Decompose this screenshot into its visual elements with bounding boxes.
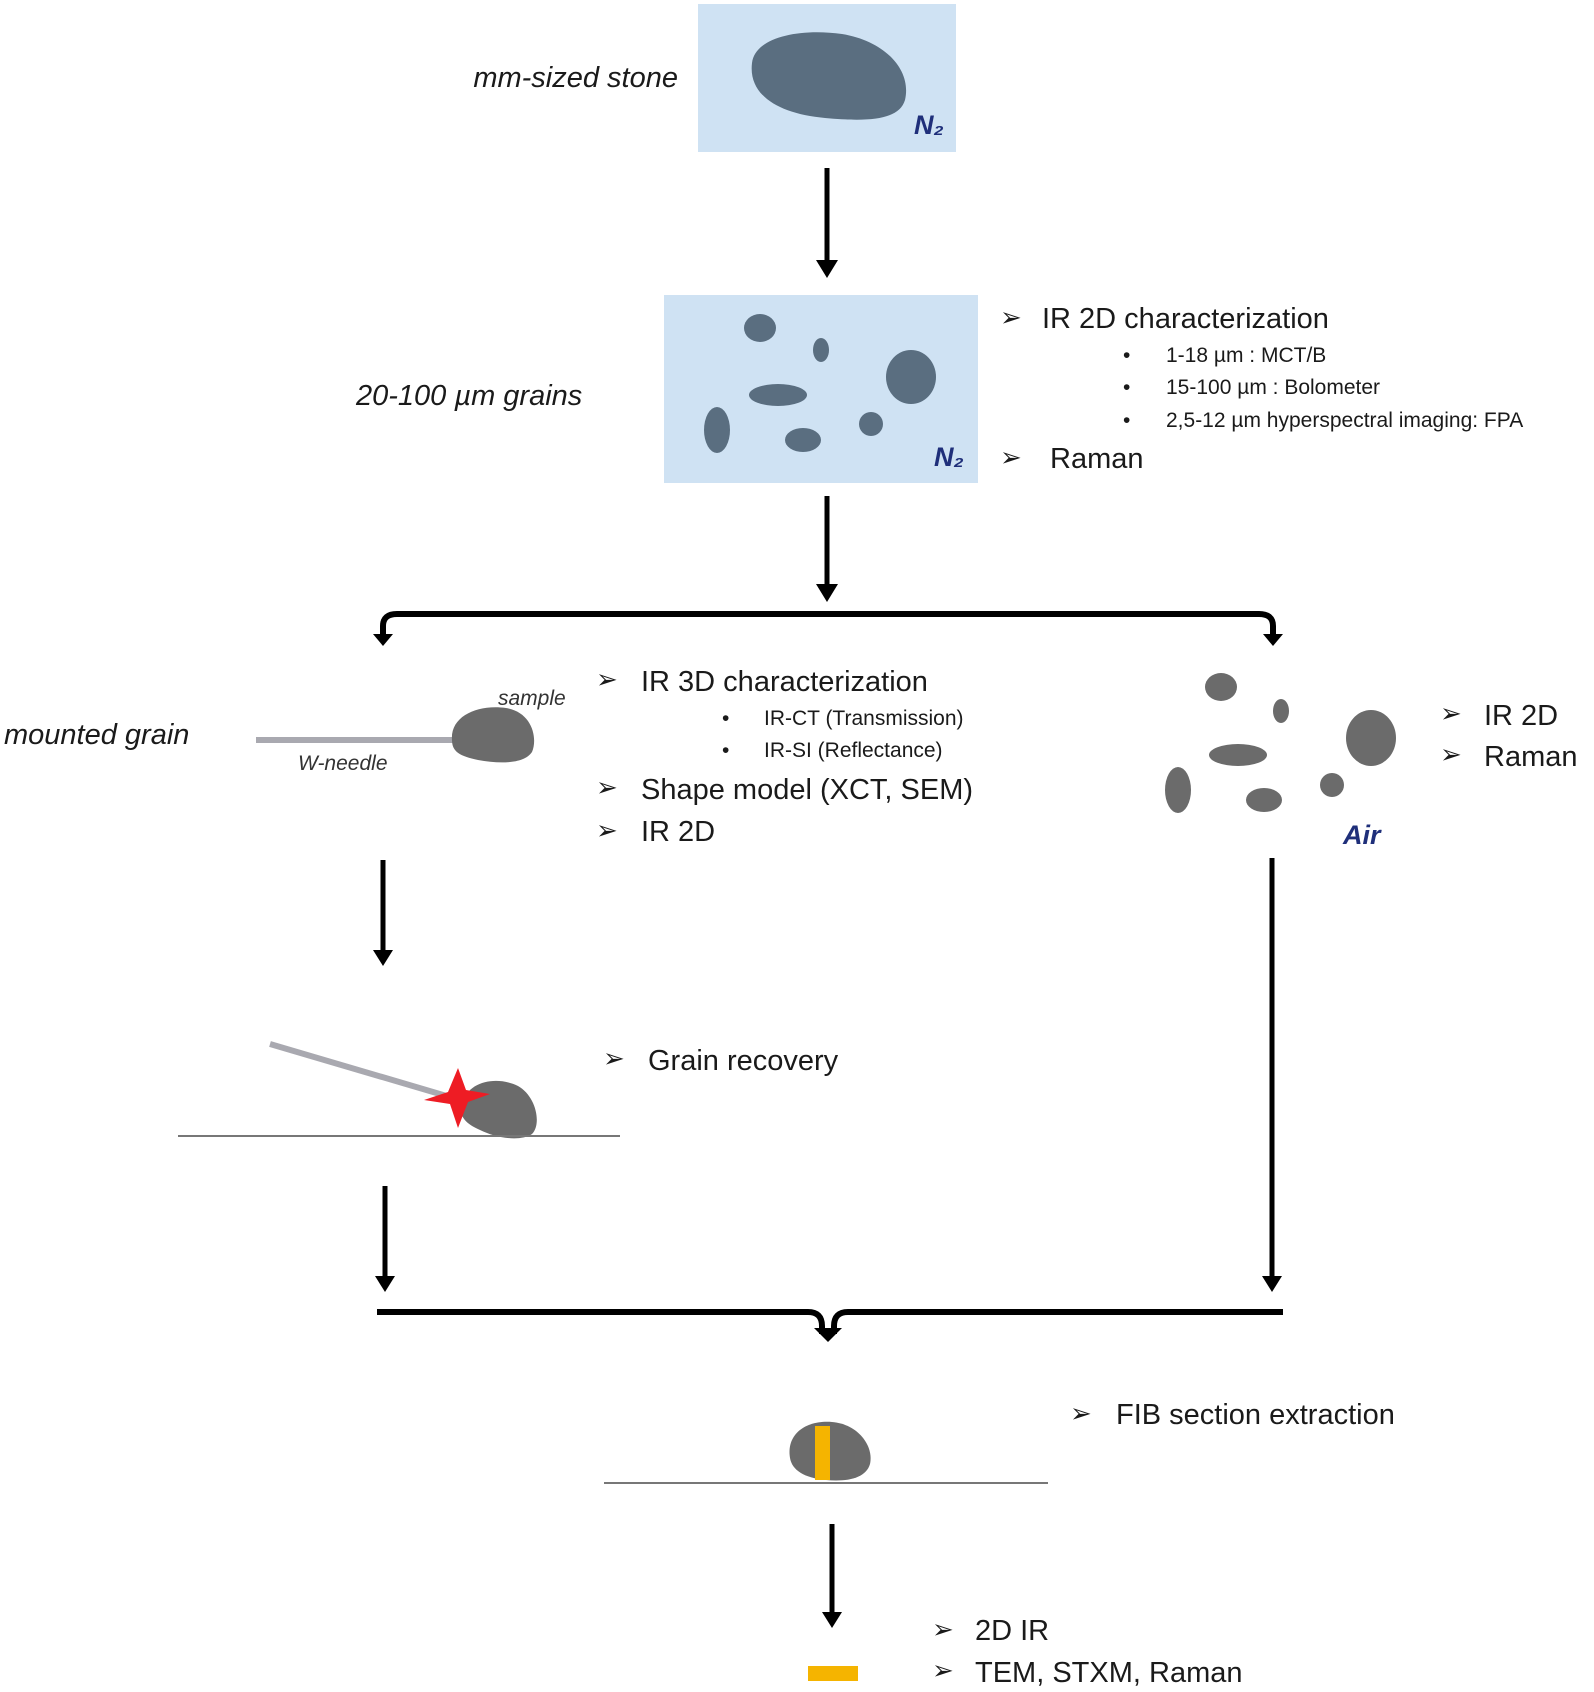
grain bbox=[704, 407, 730, 453]
air-stage: Air ➢ IR 2D ➢ Raman bbox=[1165, 673, 1578, 850]
final-2d-ir: 2D IR bbox=[975, 1615, 1049, 1647]
chevron-icon: ➢ bbox=[932, 1656, 954, 1686]
split-right-arrowhead bbox=[1263, 634, 1283, 646]
chevron-icon: ➢ bbox=[1070, 1399, 1092, 1429]
mounted-ir2d: IR 2D bbox=[641, 816, 715, 848]
arrow-recovery-to-merge-head bbox=[375, 1276, 395, 1292]
bullet-icon: • bbox=[1123, 344, 1130, 367]
ir2d-bullet-3: 2,5-12 µm hyperspectral imaging: FPA bbox=[1166, 409, 1523, 432]
final-tem-stxm-raman: TEM, STXM, Raman bbox=[975, 1657, 1243, 1689]
bullet-icon: • bbox=[1123, 376, 1130, 399]
stone-stage: mm-sized stone N₂ bbox=[473, 4, 956, 152]
arrow-grains-to-split-head bbox=[816, 584, 838, 602]
stone-label: mm-sized stone bbox=[473, 62, 678, 94]
n2-label-mid: N₂ bbox=[934, 442, 964, 472]
grains-cluster bbox=[704, 314, 936, 453]
ir2d-bullet-1: 1-18 µm : MCT/B bbox=[1166, 344, 1326, 367]
bullet-icon: • bbox=[722, 739, 729, 762]
shape-model: Shape model (XCT, SEM) bbox=[641, 774, 973, 806]
grain bbox=[1205, 673, 1237, 701]
grain bbox=[859, 412, 883, 436]
merge-arrowhead bbox=[814, 1328, 842, 1342]
fib-section-extraction: FIB section extraction bbox=[1116, 1399, 1395, 1431]
chevron-icon: ➢ bbox=[603, 1044, 625, 1074]
arrow-fib-to-final-head bbox=[822, 1612, 842, 1628]
needle-label: W-needle bbox=[298, 752, 388, 775]
chevron-icon: ➢ bbox=[1440, 740, 1462, 770]
merge-brace bbox=[377, 1309, 1283, 1334]
grain bbox=[886, 350, 936, 404]
arrow-mounted-to-recovery-head bbox=[373, 950, 393, 966]
grain bbox=[1209, 744, 1267, 766]
grains-raman: Raman bbox=[1050, 443, 1144, 475]
grains-label: 20-100 µm grains bbox=[355, 380, 582, 412]
final-stage: ➢ 2D IR ➢ TEM, STXM, Raman bbox=[808, 1615, 1243, 1689]
recovery-needle bbox=[269, 1041, 451, 1100]
fib-stage: ➢ FIB section extraction bbox=[604, 1399, 1395, 1484]
recovery-stage: ➢ Grain recovery bbox=[178, 1041, 839, 1139]
ir3d-bullet-1: IR-CT (Transmission) bbox=[764, 707, 964, 730]
chevron-icon: ➢ bbox=[596, 665, 618, 695]
air-ir2d: IR 2D bbox=[1484, 700, 1558, 732]
split-brace bbox=[380, 611, 1276, 640]
air-label: Air bbox=[1342, 820, 1382, 850]
split-left-arrowhead bbox=[373, 634, 393, 646]
bullet-icon: • bbox=[1123, 409, 1130, 432]
recovery-grain bbox=[460, 1080, 537, 1139]
arrow-stone-to-grains-head bbox=[816, 260, 838, 278]
chevron-icon: ➢ bbox=[596, 773, 618, 803]
chevron-icon: ➢ bbox=[1000, 443, 1022, 473]
extracted-section bbox=[808, 1666, 858, 1681]
air-grains-cluster bbox=[1165, 673, 1396, 813]
ir3d-characterization-title: IR 3D characterization bbox=[641, 666, 928, 698]
mounted-grain-label: mounted grain bbox=[4, 719, 189, 751]
ir3d-bullet-2: IR-SI (Reflectance) bbox=[764, 739, 943, 762]
chevron-icon: ➢ bbox=[596, 816, 618, 846]
grain bbox=[744, 314, 776, 342]
chevron-icon: ➢ bbox=[1440, 699, 1462, 729]
grains-stage: 20-100 µm grains N₂ ➢ IR 2D characteriza… bbox=[355, 295, 1523, 483]
fib-section-slice bbox=[815, 1426, 830, 1480]
mounted-grain-stage: mounted grain sample W-needle ➢ IR 3D ch… bbox=[4, 665, 973, 848]
arrow-air-to-merge-head bbox=[1262, 1276, 1282, 1292]
fib-grain bbox=[789, 1421, 871, 1481]
star-icon bbox=[424, 1068, 490, 1128]
grain bbox=[749, 384, 807, 406]
chevron-icon: ➢ bbox=[1000, 303, 1022, 333]
grain bbox=[1246, 788, 1282, 812]
chevron-icon: ➢ bbox=[932, 1615, 954, 1645]
bullet-icon: • bbox=[722, 707, 729, 730]
ir2d-bullet-2: 15-100 µm : Bolometer bbox=[1166, 376, 1380, 399]
air-raman: Raman bbox=[1484, 741, 1578, 773]
ir2d-characterization-title: IR 2D characterization bbox=[1042, 303, 1329, 335]
grain bbox=[813, 338, 829, 362]
grain-recovery: Grain recovery bbox=[648, 1045, 839, 1077]
stone-shape bbox=[751, 32, 907, 120]
grain bbox=[1273, 699, 1289, 723]
grain bbox=[1165, 767, 1191, 813]
sample-label: sample bbox=[498, 687, 566, 710]
grain bbox=[1346, 710, 1396, 766]
n2-label-top: N₂ bbox=[914, 110, 944, 140]
grain bbox=[785, 428, 821, 452]
grain bbox=[1320, 773, 1344, 797]
mounted-sample-grain bbox=[451, 707, 535, 763]
